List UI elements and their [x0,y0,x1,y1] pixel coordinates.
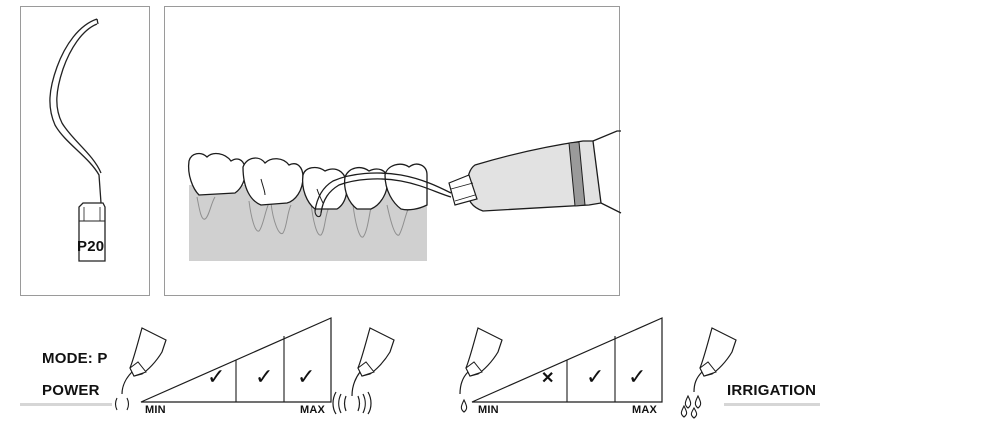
tip-panel: P20 [20,6,150,296]
tooth-scaling-illustration [187,130,622,261]
irrigation-scale-triangle [471,317,663,403]
power-max-label: MAX [300,404,326,416]
usage-panel [164,6,622,296]
handpiece-max-irrigation-icon [680,327,737,419]
tip-model-label: P20 [77,238,105,255]
power-level-1: ✓ [207,364,226,389]
irrigation-level-1: ✕ [541,370,555,387]
power-label: POWER [42,382,100,399]
handpiece-min-power-icon [114,327,167,411]
irrigation-max-label: MAX [632,404,658,416]
handpiece-min-irrigation-icon [459,327,503,413]
irrigation-min-label: MIN [478,404,499,416]
irrigation-label: IRRIGATION [727,382,817,399]
handpiece-max-power-icon [332,327,395,415]
power-level-3: ✓ [297,364,316,389]
irrigation-level-3: ✓ [628,364,647,389]
power-scale-triangle [140,317,332,403]
irrigation-level-2: ✓ [586,364,605,389]
power-level-2: ✓ [255,364,274,389]
irrigation-underline [724,403,820,406]
scaler-tip-illustration [49,18,106,262]
power-underline [20,403,112,406]
mode-label: MODE: P [42,350,108,367]
power-min-label: MIN [145,404,166,416]
